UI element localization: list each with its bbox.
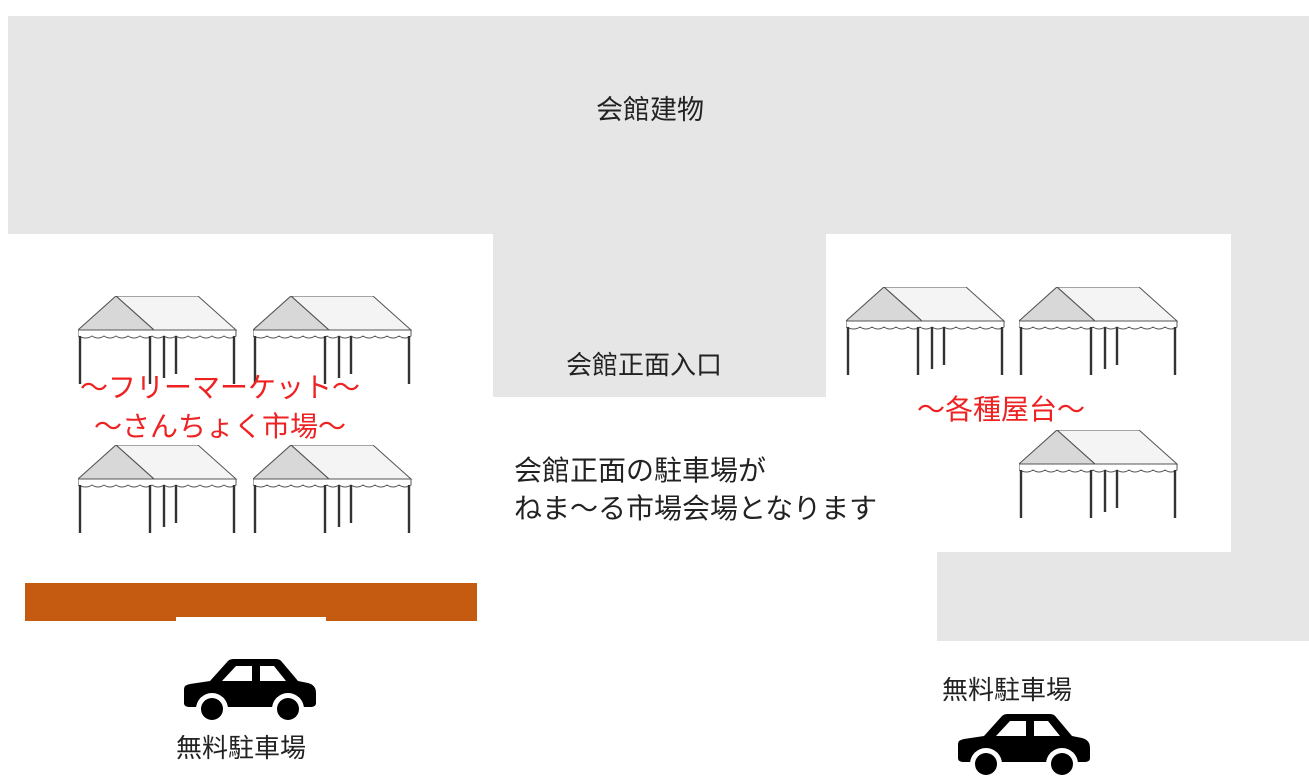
- building-label: 会館建物: [596, 95, 704, 126]
- hall-entrance-area: [493, 234, 826, 397]
- parking-entrance-gap: [176, 617, 326, 621]
- tent-icon: [253, 445, 413, 535]
- tent-icon: [846, 287, 1006, 377]
- flea-market-title: 〜フリーマーケット〜: [80, 371, 361, 404]
- food-stalls-title: 〜各種屋台〜: [917, 393, 1086, 426]
- produce-market-title: 〜さんちょく市場〜: [94, 410, 347, 443]
- car-icon: [954, 712, 1094, 779]
- venue-note: 会館正面の駐車場が ねま〜る市場会場となります: [514, 454, 878, 525]
- tent-icon: [78, 445, 238, 535]
- hall-building-area: [8, 16, 1309, 234]
- tent-icon: [1019, 430, 1179, 520]
- tent-icon: [1019, 287, 1179, 377]
- entrance-label: 会館正面入口: [566, 351, 723, 381]
- right-parking-block: [937, 552, 1309, 641]
- right-parking-label: 無料駐車場: [942, 676, 1073, 706]
- flea-market-area: [8, 234, 493, 564]
- car-icon: [180, 657, 320, 727]
- left-parking-label: 無料駐車場: [176, 734, 307, 764]
- parking-entrance-bar: [25, 583, 477, 621]
- building-side-strip: [1231, 234, 1309, 552]
